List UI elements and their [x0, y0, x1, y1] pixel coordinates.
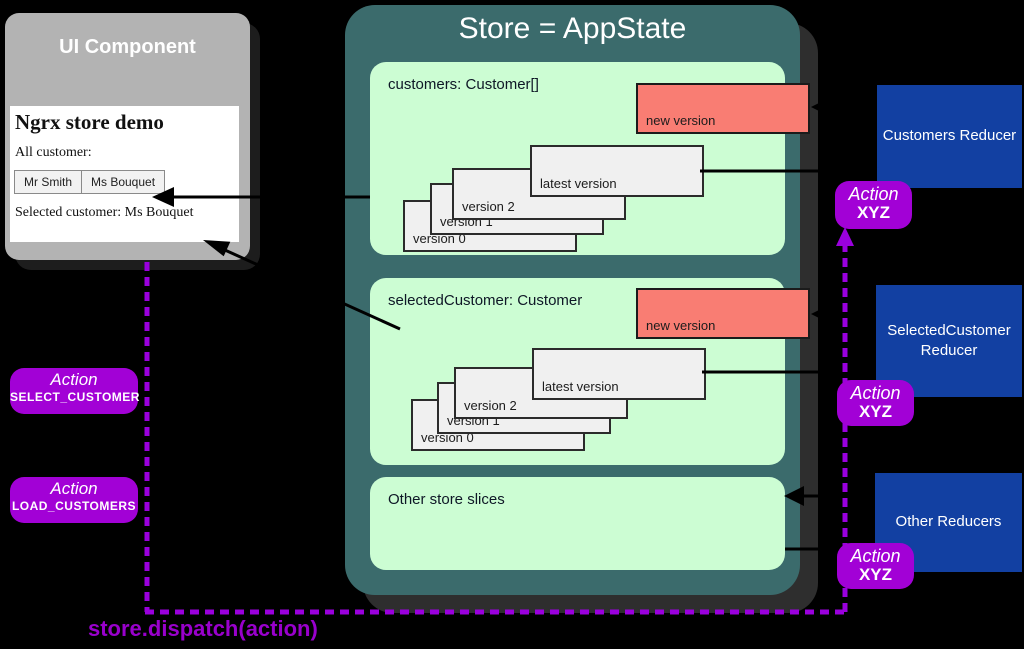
other-slice-arrowhead	[784, 486, 804, 506]
action-type: LOAD_CUSTOMERS	[11, 499, 137, 513]
slice-customers-label: customers: Customer[]	[388, 76, 539, 93]
store-title: Store = AppState	[458, 12, 687, 45]
selected-to-ui-arrowhead	[203, 240, 231, 257]
action-type: XYZ	[858, 565, 893, 584]
customer-button-mr-smith[interactable]: Mr Smith	[14, 170, 82, 194]
ui-component-title: UI Component	[59, 36, 196, 58]
action-name: Action	[50, 479, 98, 498]
all-customer-label: All customer:	[15, 145, 92, 160]
selected-latest-version-box: latest version	[532, 348, 706, 400]
dispatch-arrowhead-up	[836, 227, 854, 246]
customer-button-ms-bouquet[interactable]: Ms Bouquet	[81, 170, 166, 194]
state-to-ui-arrowhead	[152, 187, 174, 207]
selected-latest-version-label: latest version	[542, 379, 619, 394]
action-xyz-badge-other: Action XYZ	[837, 543, 914, 589]
slice-customers: customers: Customer[] version 0 version …	[370, 62, 810, 255]
action-name: Action	[850, 546, 901, 566]
action-name: Action	[850, 383, 901, 403]
action-select-customer-badge: Action SELECT_CUSTOMER	[10, 368, 140, 414]
action-type: XYZ	[858, 402, 893, 421]
action-xyz-badge-selected: Action XYZ	[837, 380, 914, 426]
customers-newversion-arrowhead	[811, 97, 831, 117]
slice-other-label: Other store slices	[388, 491, 505, 508]
store-dispatch-label: store.dispatch(action)	[88, 616, 318, 641]
action-type: XYZ	[856, 203, 891, 222]
slice-selected-customer: selectedCustomer: Customer version 0 ver…	[370, 278, 810, 465]
action-name: Action	[848, 184, 899, 204]
selected-customer-reducer-box: SelectedCustomer Reducer	[876, 285, 1022, 397]
action-type: SELECT_CUSTOMER	[10, 390, 140, 404]
selected-new-version-label: new version	[646, 318, 716, 333]
slice-other: Other store slices	[370, 477, 785, 570]
app-heading: Ngrx store demo	[15, 110, 164, 134]
customers-new-version-label: new version	[646, 113, 716, 128]
selected-version-2-label: version 2	[464, 398, 517, 413]
customers-new-version-box: new version	[636, 83, 810, 134]
customers-version-2-label: version 2	[462, 199, 515, 214]
customers-reducer-box: Customers Reducer	[877, 85, 1022, 188]
customers-latest-version-label: latest version	[540, 176, 617, 191]
action-name: Action	[50, 370, 98, 389]
action-xyz-badge-customers: Action XYZ	[835, 181, 912, 229]
selected-to-ui-line	[215, 244, 401, 331]
selected-newversion-arrowhead	[811, 304, 831, 324]
selected-new-version-box: new version	[636, 288, 810, 339]
selected-customer-text: Selected customer: Ms Bouquet	[15, 205, 194, 220]
slice-selected-customer-label: selectedCustomer: Customer	[388, 292, 583, 309]
action-load-customers-badge: Action LOAD_CUSTOMERS	[10, 477, 138, 523]
